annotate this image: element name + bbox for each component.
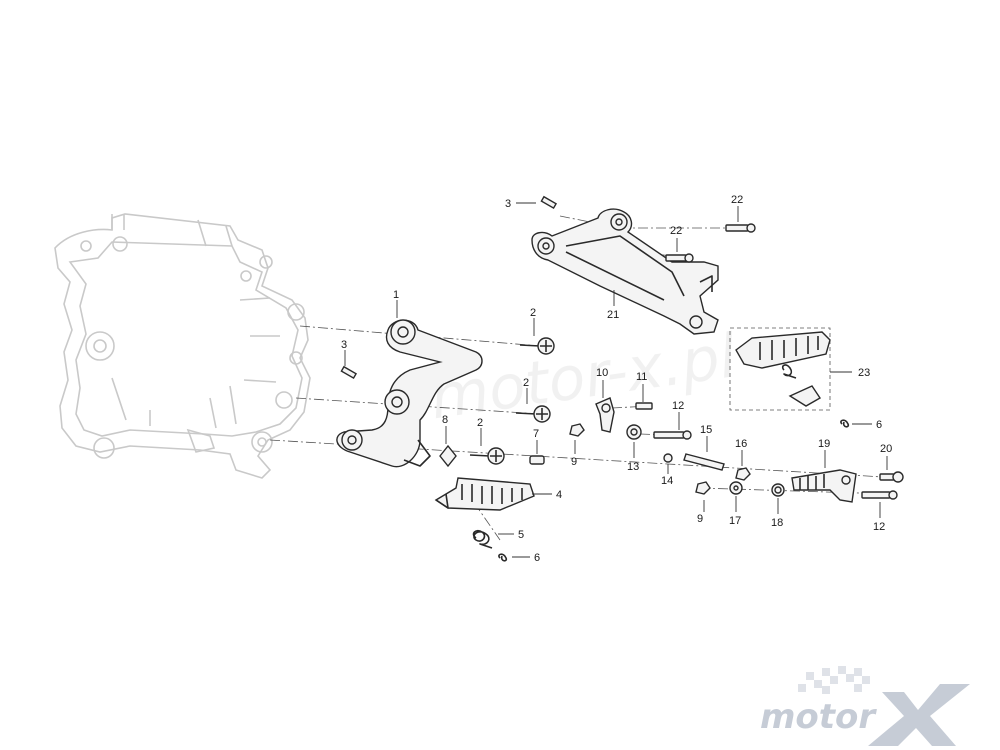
callout-6-right: 6: [876, 419, 882, 431]
callout-13: 13: [627, 461, 639, 473]
nut-16: [735, 467, 751, 481]
washer-13: [626, 424, 642, 440]
pin-3-top: [540, 195, 558, 210]
bushing-14: [663, 453, 673, 463]
callout-1: 1: [393, 289, 399, 301]
leader-lines: [344, 202, 888, 558]
motorcycle-frame-outline: [54, 213, 311, 479]
clip-6-lower: [498, 553, 508, 562]
washer-17: [729, 481, 743, 495]
callout-3-top: 3: [505, 198, 511, 210]
nut-9-b: [695, 481, 711, 495]
callout-16: 16: [735, 438, 747, 450]
bolt-11: [635, 402, 653, 410]
bolt-12-b: [861, 490, 898, 500]
clip-6-right: [840, 419, 850, 428]
callout-22-a: 22: [731, 194, 743, 206]
logo-text: motor: [760, 697, 877, 737]
callout-20: 20: [880, 443, 892, 455]
pin-3-left: [340, 365, 358, 380]
bolt-12-a: [653, 430, 692, 440]
footpeg-4: [434, 477, 535, 511]
callout-15: 15: [700, 424, 712, 436]
spacer-7: [529, 455, 545, 465]
callout-17: 17: [729, 515, 741, 527]
bolt-22-a: [725, 223, 756, 233]
callout-23: 23: [858, 367, 870, 379]
callout-9-a: 9: [571, 456, 577, 468]
checkered-flag-icon: [798, 666, 870, 694]
callout-5: 5: [518, 529, 524, 541]
bushing-18: [771, 483, 785, 497]
callout-10: 10: [596, 367, 608, 379]
shaft-15: [683, 453, 725, 471]
callout-4: 4: [556, 489, 562, 501]
bolt-2-middle: [515, 405, 551, 423]
rear-peg-19: [791, 469, 857, 503]
front-footpeg-bracket: [336, 319, 483, 468]
callout-8: 8: [442, 414, 448, 426]
callout-11: 11: [636, 371, 647, 383]
logo-x-mark-icon: X: [0, 0, 970, 746]
callout-19: 19: [818, 438, 830, 450]
bolt-20: [879, 471, 904, 483]
callout-12-b: 12: [873, 521, 885, 533]
callout-2-lower: 2: [477, 417, 483, 429]
callout-18: 18: [771, 517, 783, 529]
callout-2-middle: 2: [523, 377, 529, 389]
bolt-2-lower: [469, 447, 505, 465]
callout-22-b: 22: [670, 225, 682, 237]
callout-9-b: 9: [697, 513, 703, 525]
callout-7: 7: [533, 428, 539, 440]
callout-12-a: 12: [672, 400, 684, 412]
callout-21: 21: [607, 309, 619, 321]
pad-8: [439, 444, 457, 468]
spring-5: [472, 529, 493, 549]
rear-footpeg-bracket: [531, 208, 719, 335]
callout-2-upper: 2: [530, 307, 536, 319]
logo-x-mark-text: X: [0, 0, 1, 1]
nut-9-a: [569, 423, 585, 437]
callout-14: 14: [661, 475, 673, 487]
callout-labels: 1 2 2 2 3 3 4 5 6 6 7 8 9 9 10 11 12 12 …: [341, 194, 892, 564]
rear-footpeg-assembly-23: [729, 327, 831, 411]
mount-10: [595, 397, 615, 433]
bolt-2-upper: [519, 337, 555, 355]
bolt-22-b: [665, 253, 694, 263]
brand-logo: motor X: [0, 0, 970, 746]
callout-3-left: 3: [341, 339, 347, 351]
watermark-text: motor-x.pl: [426, 321, 741, 433]
callout-6-lower: 6: [534, 552, 540, 564]
